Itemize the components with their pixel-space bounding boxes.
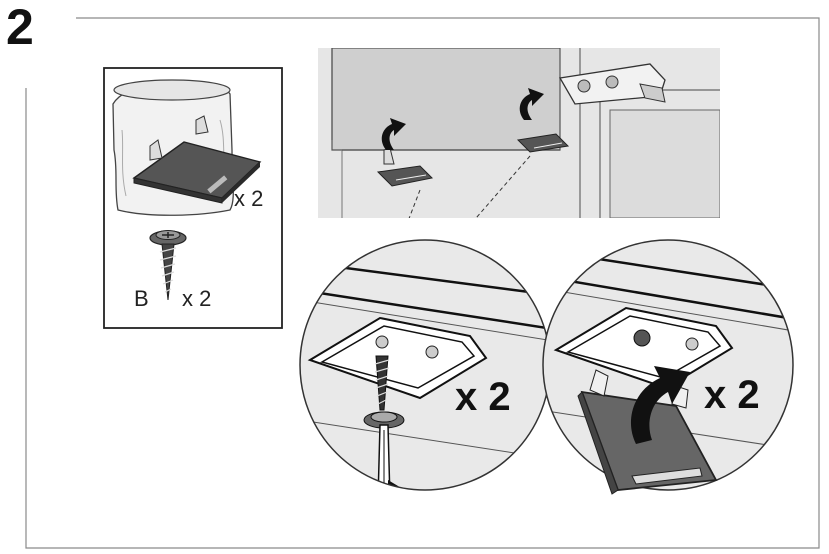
screw-label: B	[134, 286, 149, 311]
appliance-overview	[318, 48, 720, 218]
frame-outline	[25, 17, 820, 549]
parts-box: x 2 B x 2	[103, 67, 283, 329]
screw-icon	[149, 230, 187, 301]
push-up-arrow-icon	[630, 366, 690, 444]
detail-screw-install: x 2	[299, 239, 551, 491]
screw-icon-detail	[363, 355, 405, 429]
lift-arrow-icon	[381, 88, 544, 150]
hinge-cover-icon	[132, 115, 262, 204]
screwdriver-icon	[377, 424, 391, 490]
hinge-cover-fitting-icon	[577, 369, 718, 495]
detail-right-quantity: x 2	[704, 373, 760, 417]
hinge-cover-installed-right	[516, 133, 570, 153]
detail-left-quantity: x 2	[455, 375, 511, 419]
hinge-cover-quantity: x 2	[234, 186, 263, 211]
door-hinge-icon	[558, 63, 666, 105]
hinge-cover-installed-left	[376, 147, 434, 187]
detail-cover-install: x 2	[542, 239, 794, 495]
step-number: 2	[6, 0, 34, 55]
screw-quantity: x 2	[182, 286, 211, 311]
